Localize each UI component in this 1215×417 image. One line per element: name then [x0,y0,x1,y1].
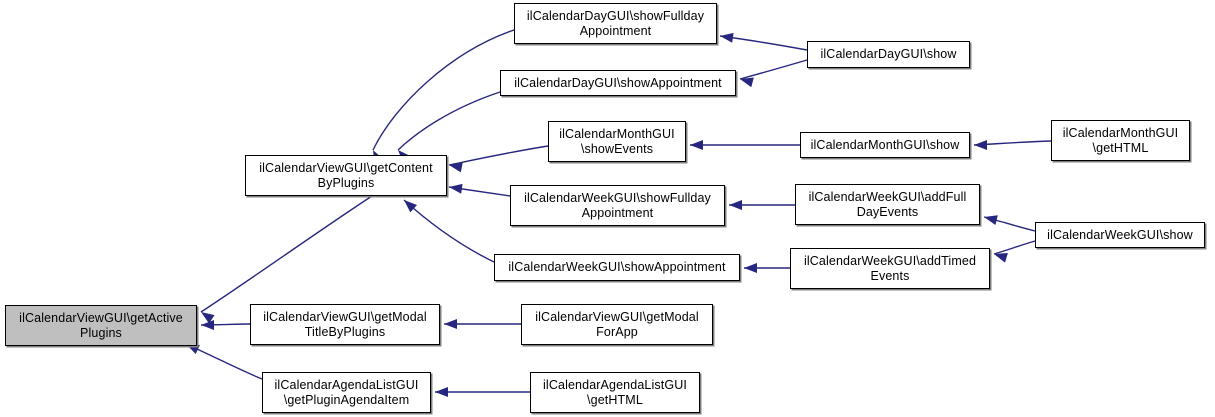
graph-node-label: ilCalendarViewGUI\getContent ByPlugins [259,160,433,190]
graph-node-label: ilCalendarViewGUI\getModal ForApp [535,309,699,339]
arrowhead [974,140,987,150]
arrowhead [984,215,998,225]
graph-edge-weekShowAppointment-to-getContentByPlugins [403,199,495,263]
graph-node-dayShowFulldayAppointment[interactable]: ilCalendarDayGUI\showFullday Appointment [514,3,717,44]
arrowhead [744,263,757,273]
graph-node-label: ilCalendarViewGUI\getModal TitleByPlugin… [263,309,427,339]
arrowhead [444,319,457,329]
arrowhead [720,32,734,43]
arrowhead [404,200,418,213]
graph-node-label: ilCalendarMonthGUI\show [810,137,960,152]
arrowhead [994,253,1008,263]
graph-edge-dayShow-to-dayShowFulldayAppointment [719,32,808,51]
graph-node-label: ilCalendarAgendaListGUI \getHTML [543,377,687,407]
arrowhead [729,200,742,210]
graph-node-weekAddTimedEvents[interactable]: ilCalendarWeekGUI\addTimed Events [790,248,990,289]
graph-node-getPluginAgendaItem[interactable]: ilCalendarAgendaListGUI \getPluginAgenda… [262,372,431,413]
graph-node-monthShow[interactable]: ilCalendarMonthGUI\show [800,132,970,158]
graph-edge-monthShow-to-monthShowEvents [690,140,800,150]
graph-node-label: ilCalendarWeekGUI\showAppointment [508,260,726,274]
graph-node-weekAddFullDayEvents[interactable]: ilCalendarWeekGUI\addFull DayEvents [795,184,980,225]
graph-node-monthShowEvents[interactable]: ilCalendarMonthGUI \showEvents [548,121,686,162]
graph-node-monthGetHTML[interactable]: ilCalendarMonthGUI \getHTML [1051,120,1190,161]
graph-edge-getModalTitleByPlugins-to-getActivePlugins [200,320,251,330]
arrowhead [201,312,215,324]
graph-node-getModalTitleByPlugins[interactable]: ilCalendarViewGUI\getModal TitleByPlugin… [250,304,440,345]
graph-node-label: ilCalendarWeekGUI\showFullday Appointmen… [524,190,711,220]
graph-node-label: ilCalendarViewGUI\getActive Plugins [19,310,183,340]
graph-node-dayShowAppointment[interactable]: ilCalendarDayGUI\showAppointment [500,70,736,96]
graph-node-label: ilCalendarDayGUI\show [820,47,957,61]
graph-edge-dayShowAppointment-to-getContentByPlugins [397,91,501,163]
graph-node-label: ilCalendarDayGUI\showAppointment [514,75,722,90]
arrowhead [740,77,754,88]
graph-node-dayShow[interactable]: ilCalendarDayGUI\show [807,41,970,68]
arrowhead [435,387,448,397]
graph-edge-agendaGetHTML-to-getPluginAgendaItem [435,387,530,397]
graph-edge-weekShowFulldayAppointment-to-getContentByPlugins [448,183,511,197]
graph-edge-weekAddFullDayEvents-to-weekShowFulldayAppointment [729,200,795,210]
graph-edge-dayShowFulldayAppointment-to-getContentByPlugins [372,29,515,164]
graph-edge-weekAddTimedEvents-to-weekShowAppointment [744,263,790,273]
graph-node-getModalForApp[interactable]: ilCalendarViewGUI\getModal ForApp [521,304,713,345]
graph-node-weekShow[interactable]: ilCalendarWeekGUI\show [1035,222,1205,248]
graph-edge-weekShow-to-weekAddTimedEvents [993,240,1036,263]
arrowhead [449,162,463,173]
graph-node-label: ilCalendarWeekGUI\addFull DayEvents [808,189,967,219]
graph-node-label: ilCalendarMonthGUI \showEvents [559,126,675,156]
graph-node-weekShowFulldayAppointment[interactable]: ilCalendarWeekGUI\showFullday Appointmen… [510,185,725,226]
graph-node-label: ilCalendarWeekGUI\show [1047,227,1193,242]
graph-node-getActivePlugins[interactable]: ilCalendarViewGUI\getActive Plugins [5,305,197,346]
graph-node-weekShowAppointment[interactable]: ilCalendarWeekGUI\showAppointment [494,254,740,281]
arrowhead [690,140,703,150]
graph-edge-monthGetHTML-to-monthShow [973,140,1052,150]
graph-node-label: ilCalendarWeekGUI\addTimed Events [803,253,977,283]
arrowhead [201,320,214,330]
graph-node-agendaGetHTML[interactable]: ilCalendarAgendaListGUI \getHTML [530,372,700,413]
graph-edge-monthShowEvents-to-getContentByPlugins [448,145,549,173]
graph-edge-dayShow-to-dayShowAppointment [739,59,808,88]
graph-node-getContentByPlugins[interactable]: ilCalendarViewGUI\getContent ByPlugins [245,155,447,196]
graph-node-label: ilCalendarMonthGUI \getHTML [1062,125,1179,155]
arrowhead [449,183,463,194]
graph-node-label: ilCalendarDayGUI\showFullday Appointment [526,8,705,38]
graph-edge-getModalForApp-to-getModalTitleByPlugins [444,319,521,329]
graph-node-label: ilCalendarAgendaListGUI \getPluginAgenda… [274,377,419,407]
graph-edge-weekShow-to-weekAddFullDayEvents [983,215,1036,232]
